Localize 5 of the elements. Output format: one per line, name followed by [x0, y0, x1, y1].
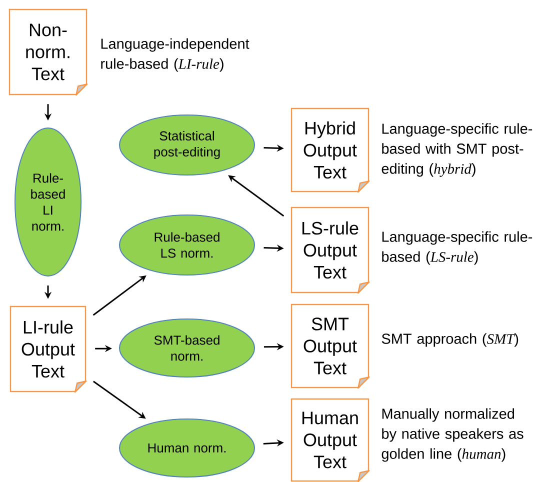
- description-text: SMT approach (SMT): [382, 333, 518, 347]
- description-text: Language-specific rule-based (LS-rule): [382, 231, 532, 265]
- description-text: Manually normalized by native speakers as golden line (human): [382, 408, 524, 462]
- description-text: Language-specific rule-based with SMT post-editing (hybrid): [382, 123, 532, 177]
- description-text: Language-independent rule-based (LI-rule): [101, 38, 250, 72]
